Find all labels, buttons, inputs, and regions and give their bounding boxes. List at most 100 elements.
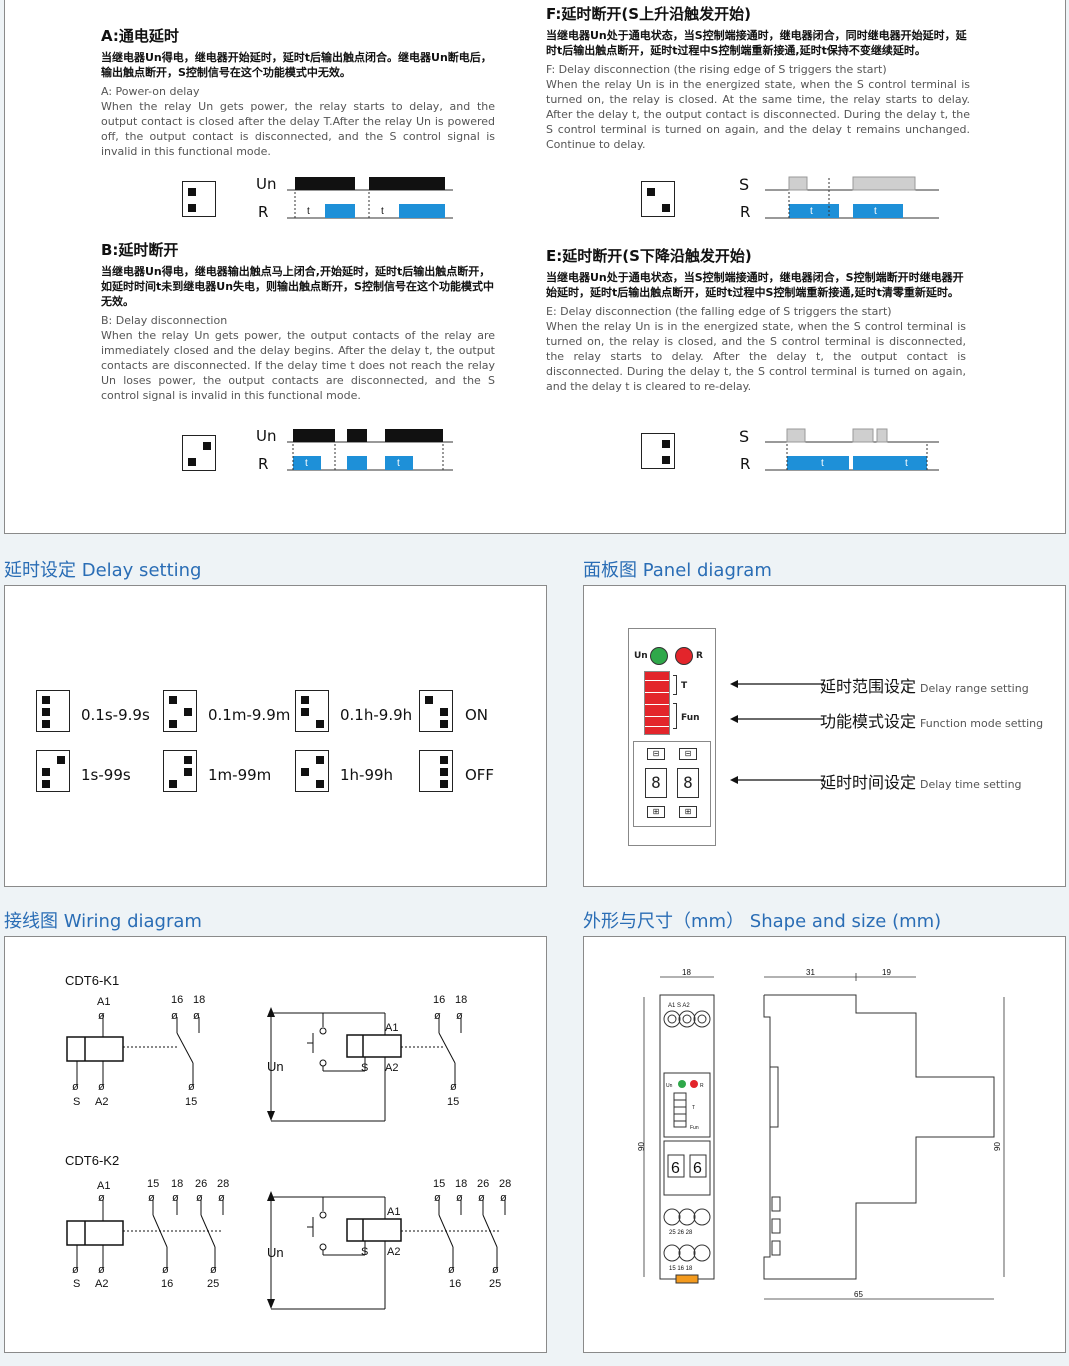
delay-switch-icon: [36, 690, 70, 732]
un-label: Un: [634, 651, 648, 661]
delay-label: OFF: [465, 766, 495, 784]
mode-e-cn: 当继电器Un处于通电状态，当S控制端接通时，继电器闭合，S控制端断开时继电器开始…: [546, 271, 964, 299]
front-row1: 25 26 28: [669, 1230, 693, 1236]
k2-t15: 15: [147, 1178, 159, 1190]
svg-text:ø: ø: [72, 1081, 79, 1093]
k1-t16: 16: [171, 994, 183, 1006]
delay-label: 1s-99s: [81, 766, 131, 784]
svg-text:ø: ø: [188, 1081, 195, 1093]
up-button-icon[interactable]: ⊟: [679, 748, 697, 760]
digit-window-1: 8: [645, 768, 667, 798]
up-button-icon[interactable]: ⊟: [647, 748, 665, 760]
down-button-icon[interactable]: ⊞: [647, 806, 665, 818]
k1-a2: A2: [95, 1096, 108, 1108]
svg-text:t: t: [307, 206, 310, 217]
svg-text:ø: ø: [218, 1192, 225, 1204]
svg-text:ø: ø: [98, 1081, 105, 1093]
mode-f: F:延时断开(S上升沿触发开始) 当继电器Un处于通电状态，当S控制端接通时，继…: [546, 3, 970, 152]
front-top-terminals: A1 S A2: [668, 1003, 690, 1009]
mode-f-s-label: S: [739, 175, 750, 194]
k2-r-t28: 28: [499, 1178, 511, 1190]
mode-e-title: E:延时断开(S下降沿触发开始): [546, 247, 752, 265]
fun-bracket: [673, 703, 677, 729]
k2-r-t18: 18: [455, 1178, 467, 1190]
k2-r-t15: 15: [433, 1178, 445, 1190]
k2-t18: 18: [171, 1178, 183, 1190]
front-digit-2: 6: [693, 1160, 702, 1177]
delay-switch-icon: [419, 690, 453, 732]
front-t: T: [692, 1105, 695, 1111]
svg-text:ø: ø: [456, 1192, 463, 1204]
mode-b-en: When the relay Un gets power, the output…: [101, 329, 495, 402]
k1-r-t16: 16: [433, 994, 445, 1006]
k2-t16: 16: [161, 1278, 173, 1290]
down-button-icon[interactable]: ⊞: [679, 806, 697, 818]
svg-text:ø: ø: [500, 1192, 507, 1204]
front-digit-1: 6: [671, 1160, 680, 1177]
delay-label: 1h-99h: [340, 766, 394, 784]
mode-e-r-label: R: [740, 455, 751, 473]
delay-switch-icon: [419, 750, 453, 792]
mode-a-un-label: Un: [256, 175, 277, 193]
svg-text:ø: ø: [450, 1081, 457, 1093]
svg-text:ø: ø: [448, 1264, 455, 1276]
k1-r-a2: A2: [385, 1062, 398, 1074]
delay-setting-panel: 0.1s-9.9s 0.1m-9.9m 0.1h-9.9h ON 1s-99s …: [4, 585, 547, 887]
svg-text:ø: ø: [98, 1010, 105, 1022]
front-fun: Fun: [690, 1125, 699, 1131]
mode-b-cn: 当继电器Un得电，继电器输出触点马上闭合,开始延时，延时t后输出触点断开，如延时…: [101, 265, 494, 308]
k2-a2: A2: [95, 1278, 108, 1290]
dim-31: 31: [806, 968, 815, 977]
r-led-icon: [675, 647, 693, 665]
delay-setting-title: 延时设定 Delay setting: [4, 560, 202, 581]
mode-a: A:通电延时 当继电器Un得电，继电器开始延时，延时t后输出触点闭合。继电器Un…: [101, 25, 495, 159]
k2-r-s: S: [361, 1246, 368, 1258]
k1-r-t18: 18: [455, 994, 467, 1006]
mode-a-title: A:通电延时: [101, 27, 179, 45]
dip-switch-block[interactable]: [644, 671, 670, 735]
dim-65: 65: [854, 1290, 863, 1299]
mode-e-s-label: S: [739, 427, 750, 446]
k2-un: Un: [267, 1245, 284, 1260]
svg-text:ø: ø: [98, 1192, 105, 1204]
k2-a1: A1: [97, 1180, 110, 1192]
k1-un: Un: [267, 1059, 284, 1074]
k2-t25: 25: [207, 1278, 219, 1290]
svg-text:ø: ø: [434, 1192, 441, 1204]
delay-label: 1m-99m: [208, 766, 272, 784]
svg-text:t: t: [397, 458, 400, 469]
t-label: T: [681, 681, 688, 691]
svg-text:ø: ø: [492, 1264, 499, 1276]
svg-text:ø: ø: [193, 1010, 200, 1022]
k2-r-a2: A2: [387, 1246, 400, 1258]
t-bracket: [673, 675, 677, 695]
svg-text:t: t: [905, 458, 908, 469]
delay-switch-icon: [36, 750, 70, 792]
relay-front-panel: Un R T Fun ⊟ ⊟ 8 8 ⊞ ⊞: [628, 628, 716, 846]
side-profile: [763, 994, 995, 1280]
k1-t18: 18: [193, 994, 205, 1006]
mode-f-switch-icon: [641, 181, 675, 217]
svg-text:ø: ø: [456, 1010, 463, 1022]
mode-a-en-title: A: Power-on delay: [101, 85, 200, 98]
annotation-arrows: [730, 680, 824, 784]
delay-label: 0.1h-9.9h: [340, 706, 413, 724]
k2-t28: 28: [217, 1178, 229, 1190]
mode-f-title: F:延时断开(S上升沿触发开始): [546, 5, 751, 23]
mode-f-en-title: F: Delay disconnection (the rising edge …: [546, 63, 887, 76]
svg-text:t: t: [381, 206, 384, 217]
r-label: R: [696, 651, 703, 661]
delay-switch-icon: [163, 690, 197, 732]
panel-diagram-title: 面板图 Panel diagram: [583, 560, 772, 581]
shape-size-svg: 18 90 A1 S A2 Un R T Fun 6 6 25 26 28 15…: [637, 968, 1005, 1300]
k1-s: S: [73, 1096, 80, 1108]
k1-r-s: S: [361, 1062, 368, 1074]
svg-text:ø: ø: [98, 1264, 105, 1276]
fun-label: Fun: [681, 713, 700, 723]
delay-switch-icon: [295, 750, 329, 792]
